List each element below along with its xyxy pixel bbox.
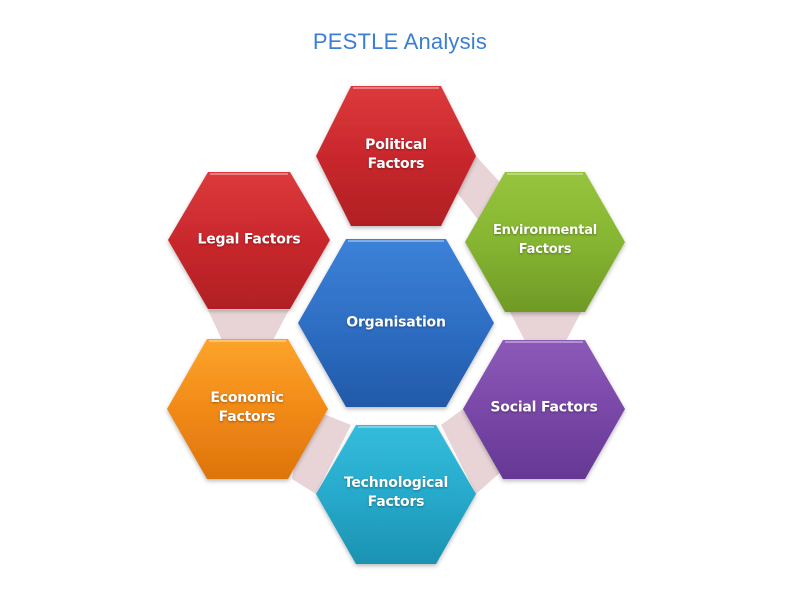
hex-social[interactable] [463,340,625,479]
label-social: Social Factors [490,399,598,416]
label-environmental: Environmental Factors [492,223,598,257]
connector-social-technological [441,409,503,494]
label-organisation: Organisation [346,314,446,331]
label-technological: Technological Factors [343,475,449,510]
label-political: Political Factors [365,137,427,172]
hex-technological[interactable] [316,425,476,564]
connector-environmental-social-shape [510,312,581,341]
label-legal: Legal Factors [197,231,301,248]
hex-highlights [209,87,583,428]
hex-organisation[interactable] [298,239,494,407]
hex-legal[interactable] [168,172,330,309]
hexagons [167,86,625,564]
hex-political[interactable] [316,86,476,226]
page-title: PESTLE Analysis [312,29,488,54]
hex-environmental[interactable] [465,172,625,312]
hex-economic[interactable] [167,339,328,479]
label-economic: Economic Factors [210,390,284,425]
connector-economic-legal [208,310,289,340]
